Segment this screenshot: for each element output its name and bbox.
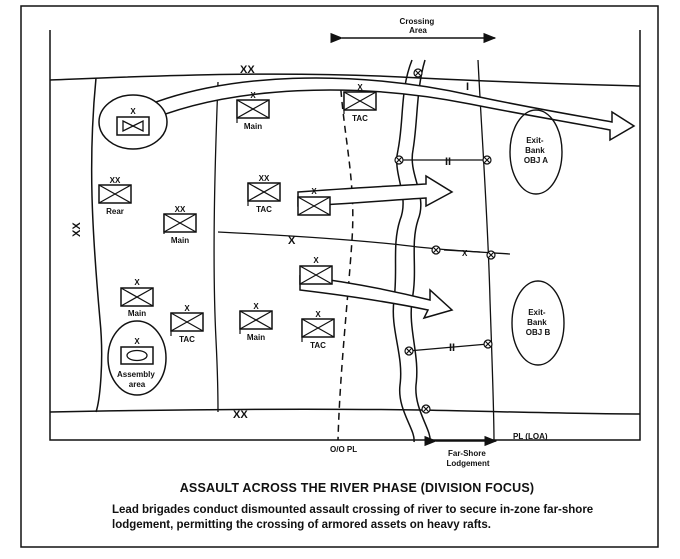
objective-b-ellipse bbox=[511, 280, 565, 366]
crossing-site-marker bbox=[431, 245, 441, 255]
unit-echelon: X bbox=[315, 310, 321, 319]
division-rear-boundary-label: XX bbox=[71, 222, 83, 237]
crossing-site-marker bbox=[486, 250, 496, 260]
battalion-boundary-lower bbox=[407, 343, 489, 352]
unit-bde-main-center: X Main bbox=[239, 302, 273, 342]
brigade-boundary-label-far: X bbox=[462, 249, 468, 258]
attack-axis-lower bbox=[299, 275, 454, 320]
unit-label: Main bbox=[128, 309, 146, 318]
assembly-area-echelon: X bbox=[134, 337, 140, 346]
unit-div-rear: XX Rear bbox=[98, 176, 132, 216]
unit-echelon: X bbox=[184, 304, 190, 313]
unit-echelon: XX bbox=[110, 176, 121, 185]
unit-label: Main bbox=[244, 122, 262, 131]
division-boundary-bottom bbox=[49, 408, 641, 415]
crossing-site-marker bbox=[404, 346, 414, 356]
river-bank-near bbox=[392, 59, 415, 443]
unit-label: TAC bbox=[179, 335, 195, 344]
unit-bde-center-lower: X bbox=[299, 256, 333, 285]
unit-label: Rear bbox=[106, 207, 124, 216]
aviation-brigade-echelon: X bbox=[130, 107, 136, 116]
unit-bde-main-top: X Main bbox=[236, 91, 270, 131]
objective-a-label: Exit- Bank OBJ A bbox=[524, 136, 548, 165]
objective-a-ellipse bbox=[509, 109, 563, 195]
loa-phase-line-label: PL (LOA) bbox=[513, 432, 548, 441]
crossing-site-marker bbox=[421, 404, 431, 414]
company-boundary-label: I bbox=[466, 81, 469, 93]
figure-title: ASSAULT ACROSS THE RIVER PHASE (DIVISION… bbox=[180, 481, 535, 495]
unit-div-tac: XX TAC bbox=[247, 174, 281, 214]
unit-echelon: X bbox=[311, 187, 317, 196]
unit-bde-tac-center: X TAC bbox=[301, 310, 335, 350]
unit-bde-tac-top: X TAC bbox=[343, 83, 377, 123]
unit-bde-tac-left: X TAC bbox=[170, 304, 204, 344]
armor-oval-icon bbox=[126, 349, 148, 362]
brigade-boundary-extension bbox=[443, 249, 481, 253]
division-boundary-top-label: XX bbox=[240, 64, 255, 76]
objective-b-label: Exit- Bank OBJ B bbox=[526, 308, 551, 337]
oo-phase-line-label: O/O PL bbox=[330, 445, 357, 454]
unit-label: Main bbox=[247, 333, 265, 342]
outer-frame bbox=[20, 5, 659, 548]
unit-bde-center-upper: X bbox=[297, 187, 331, 216]
unit-label: TAC bbox=[256, 205, 272, 214]
figure-caption: Lead brigades conduct dismounted assault… bbox=[112, 504, 596, 531]
division-boundary-bottom-label: XX bbox=[233, 409, 248, 421]
unit-echelon: X bbox=[250, 91, 256, 100]
unit-echelon: X bbox=[357, 83, 363, 92]
division-rear-boundary bbox=[90, 77, 103, 413]
unit-echelon: X bbox=[134, 278, 140, 287]
crossing-site-marker bbox=[483, 339, 493, 349]
unit-label: TAC bbox=[310, 341, 326, 350]
battalion-boundary-lower-label: II bbox=[449, 342, 455, 354]
aviation-bowtie-icon bbox=[122, 119, 144, 133]
loa-phase-line bbox=[477, 59, 495, 443]
attack-axis-upper bbox=[297, 174, 454, 208]
crossing-site-marker bbox=[394, 155, 404, 165]
crossing-site-marker bbox=[413, 68, 423, 78]
crossing-area-label: Crossing Area bbox=[400, 17, 437, 35]
unit-echelon: XX bbox=[259, 174, 270, 183]
assembly-area-symbol bbox=[120, 346, 154, 365]
far-shore-lodgement-label: Far-Shore Lodgement bbox=[446, 449, 489, 468]
aviation-axis-arrow bbox=[130, 77, 636, 142]
assembly-area-label: Assembly area bbox=[117, 370, 157, 389]
brigade-rear-boundary bbox=[213, 81, 219, 413]
oo-phase-line bbox=[337, 77, 354, 441]
division-boundary-top bbox=[49, 73, 641, 87]
unit-label: Main bbox=[171, 236, 189, 245]
unit-echelon: XX bbox=[175, 205, 186, 214]
crossing-site-marker bbox=[482, 155, 492, 165]
crossing-site-markers bbox=[394, 68, 496, 414]
unit-div-main: XX Main bbox=[163, 205, 197, 245]
brigade-boundary-label: X bbox=[288, 235, 296, 247]
unit-echelon: X bbox=[253, 302, 259, 311]
map-area-border bbox=[49, 30, 641, 441]
unit-echelon: X bbox=[313, 256, 319, 265]
battalion-boundary-upper-label: II bbox=[445, 156, 451, 168]
river-bank-far bbox=[410, 59, 431, 443]
unit-bde-main-left: X Main bbox=[120, 278, 154, 318]
unit-label: TAC bbox=[352, 114, 368, 123]
